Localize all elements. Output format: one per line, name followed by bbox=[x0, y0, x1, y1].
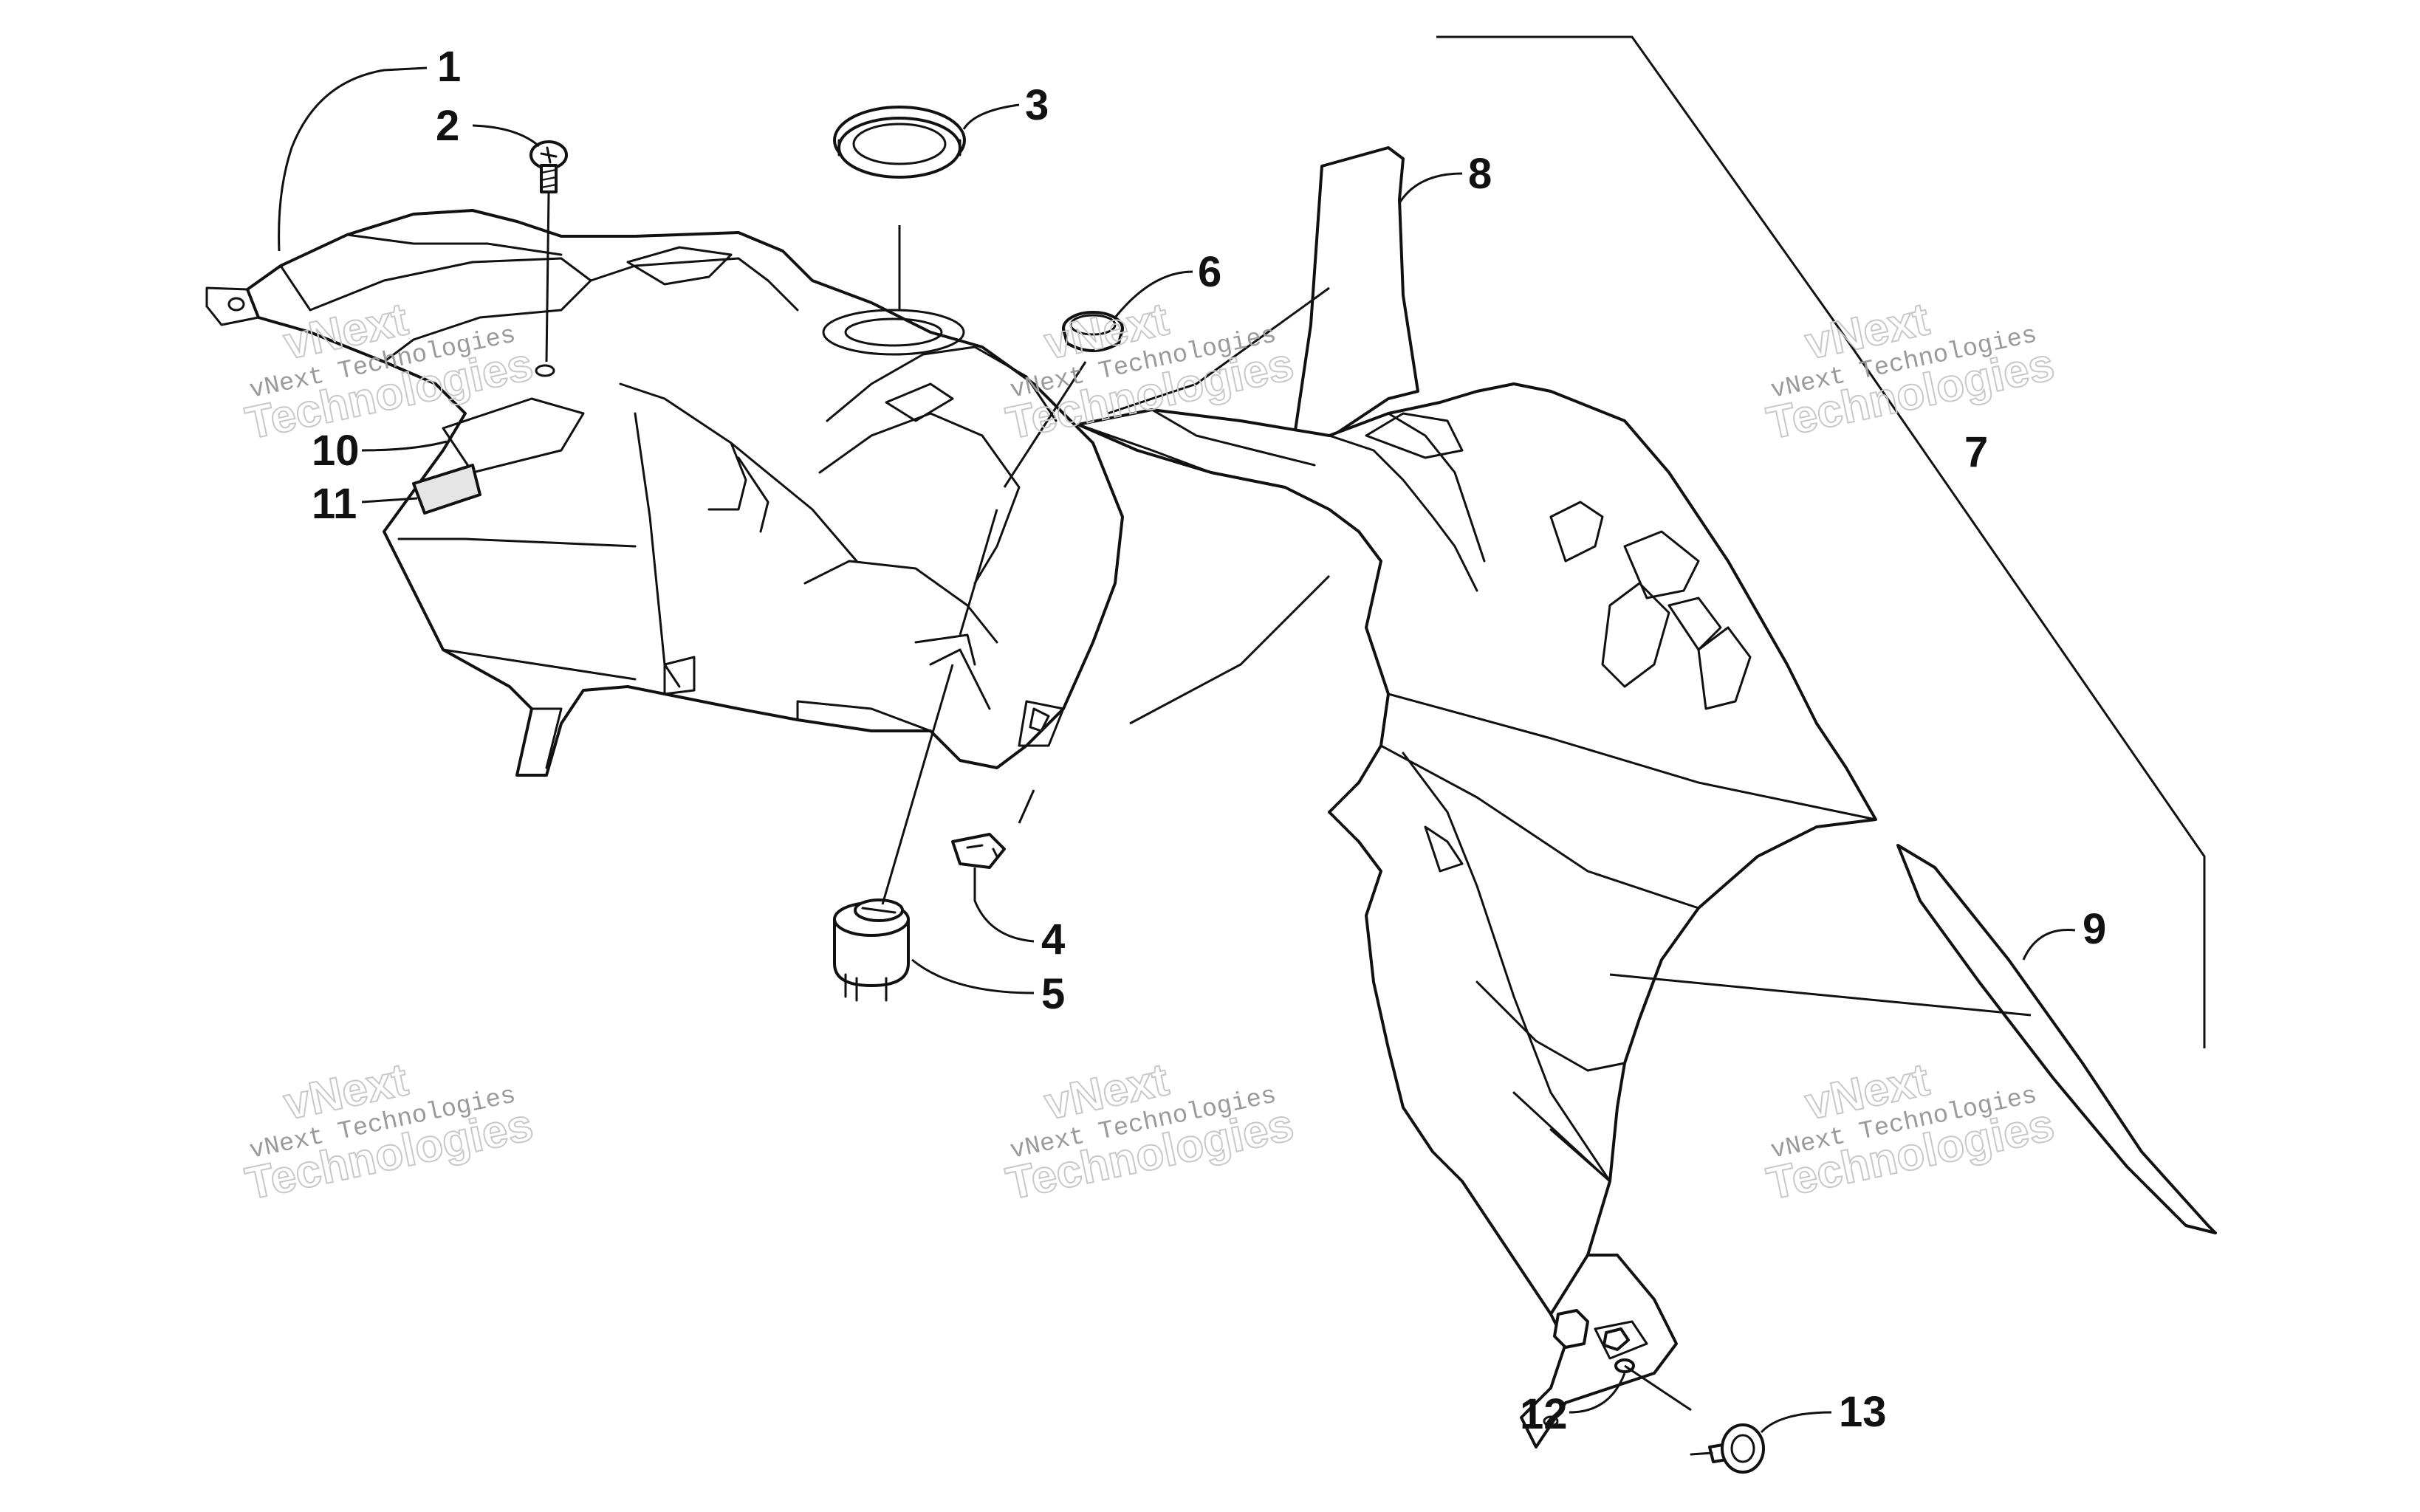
callout-4: 4 bbox=[1041, 915, 1065, 963]
callout-8: 8 bbox=[1468, 150, 1492, 198]
leader-lines bbox=[278, 35, 2206, 1434]
callout-labels: 1 2 3 4 5 6 7 8 9 10 11 12 13 bbox=[312, 43, 2106, 1438]
callout-5: 5 bbox=[1041, 970, 1065, 1018]
callout-10: 10 bbox=[312, 427, 360, 475]
knob-part-6 bbox=[1062, 311, 1124, 352]
ignition-switch-part-5 bbox=[833, 898, 910, 1002]
watermark-bottom-right: vNext vNext Technologies Technologies bbox=[1762, 1054, 2060, 1211]
callout-9: 9 bbox=[2083, 905, 2106, 953]
callout-13: 13 bbox=[1839, 1388, 1887, 1436]
clip-part-4 bbox=[951, 833, 1006, 869]
decal-strip-part-9 bbox=[1896, 844, 2217, 1234]
callout-2: 2 bbox=[436, 102, 459, 150]
quarter-turn-fastener-part-13 bbox=[1690, 1423, 1765, 1474]
screw-part-2 bbox=[529, 140, 568, 193]
watermark-bottom-left: vNext vNext Technologies Technologies bbox=[241, 1054, 538, 1211]
callout-3: 3 bbox=[1025, 81, 1049, 129]
fastener-part-12 bbox=[1553, 1309, 1635, 1373]
watermark-bottom-center: vNext vNext Technologies Technologies bbox=[1001, 1054, 1299, 1211]
callout-1: 1 bbox=[437, 43, 461, 91]
gasket-ring-part-3 bbox=[833, 106, 966, 179]
right-hood-panel bbox=[1077, 146, 1877, 1449]
console-panel-part-1 bbox=[205, 209, 1124, 777]
callout-7: 7 bbox=[1964, 428, 1988, 476]
callout-6: 6 bbox=[1198, 248, 1221, 296]
callout-11: 11 bbox=[312, 480, 357, 528]
callout-12: 12 bbox=[1520, 1390, 1568, 1438]
